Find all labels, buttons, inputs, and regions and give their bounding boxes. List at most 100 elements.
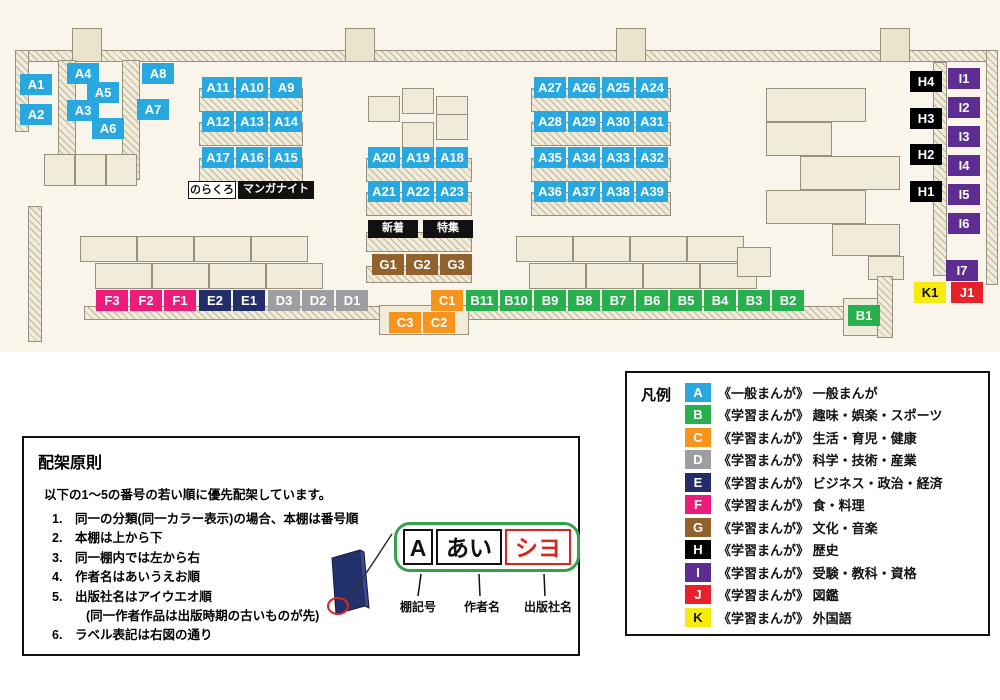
shelf-label-f1: F1 (164, 290, 196, 311)
shelf-block (251, 236, 308, 262)
shelf-label-d1: D1 (336, 290, 368, 311)
pillar (616, 28, 646, 62)
shelf-label-h2: H2 (910, 144, 942, 165)
map-text-label: 新着 (368, 220, 418, 238)
legend-row-a: A《一般まんが》 一般まんが (685, 382, 978, 402)
principle-item: 3.同一棚内では左から右 (52, 550, 201, 565)
shelf-label-a28: A28 (534, 111, 566, 132)
shelf-block (586, 263, 643, 289)
shelf-label-a1: A1 (20, 74, 52, 95)
map-text-label: マンガナイト (238, 181, 314, 199)
wall-segment (28, 206, 42, 342)
principle-item: 1.同一の分類(同一カラー表示)の場合、本棚は番号順 (52, 512, 359, 526)
shelf-label-i7: I7 (946, 260, 978, 281)
shelf-block (209, 263, 266, 289)
book-icon (327, 533, 546, 615)
shelf-block (266, 263, 323, 289)
label-shelf-code: A (403, 529, 433, 565)
shelf-label-c3: C3 (389, 312, 421, 333)
principle-note: (同一作者作品は出版時期の古いものが先) (86, 608, 320, 623)
shelf-label-a35: A35 (534, 147, 566, 168)
legend-color-swatch: G (685, 517, 711, 537)
shelf-label-g2: G2 (406, 254, 438, 275)
shelf-label-j1: J1 (951, 282, 983, 303)
shelf-label-a31: A31 (636, 111, 668, 132)
legend-color-swatch: K (685, 607, 711, 627)
shelf-label-b8: B8 (568, 290, 600, 311)
shelf-label-a7: A7 (137, 99, 169, 120)
legend-row-h: H《学習まんが》 歴史 (685, 540, 978, 560)
principle-item: 2.本棚は上から下 (52, 531, 163, 546)
label-author: あい (436, 529, 502, 565)
shelf-label-a25: A25 (602, 77, 634, 98)
legend-color-swatch: H (685, 540, 711, 559)
legend-row-e: E《学習まんが》 ビジネス・政治・経済 (685, 472, 978, 492)
shelf-label-f3: F3 (96, 290, 128, 311)
shelf-label-a5: A5 (87, 82, 119, 103)
principles-intro: 以下の1〜5の番号の若い順に優先配架しています。 (44, 488, 332, 502)
shelf-block (766, 88, 866, 122)
principle-item: 4.作者名はあいうえお順 (52, 570, 201, 585)
legend-label: 《一般まんが》 一般まんが (718, 385, 878, 401)
pillar (880, 28, 910, 62)
shelf-block (95, 263, 152, 289)
shelf-label-d2: D2 (302, 290, 334, 311)
principles-title: 配架原則 (38, 455, 103, 472)
shelf-block (643, 263, 700, 289)
legend-title: 凡例 (641, 387, 672, 404)
label-publisher: シヨ (505, 529, 571, 565)
legend-color-swatch: J (685, 585, 711, 604)
legend-color-swatch: D (685, 450, 711, 469)
shelf-block (529, 263, 586, 289)
shelf-label-i6: I6 (948, 213, 980, 234)
shelf-label-a17: A17 (202, 147, 234, 168)
shelf-label-b1: B1 (848, 305, 880, 326)
shelf-label-a32: A32 (636, 147, 668, 168)
shelf-label-a20: A20 (368, 147, 400, 168)
legend-label: 《学習まんが》 科学・技術・産業 (718, 453, 917, 468)
wall-segment (15, 50, 995, 62)
shelf-block (766, 190, 866, 224)
shelf-block (687, 236, 744, 262)
shelf-label-a38: A38 (602, 181, 634, 202)
legend-label: 《学習まんが》 生活・育児・健康 (718, 430, 917, 446)
shelf-label-a16: A16 (236, 147, 268, 168)
shelf-block (106, 154, 137, 186)
shelf-block (368, 96, 400, 122)
shelf-label-a4: A4 (67, 63, 99, 84)
legend-row-c: C《学習まんが》 生活・育児・健康 (685, 427, 978, 447)
shelf-block (75, 154, 106, 186)
shelf-label-a26: A26 (568, 77, 600, 98)
shelf-label-a24: A24 (636, 77, 668, 98)
shelf-block (152, 263, 209, 289)
shelf-label-h4: H4 (910, 71, 942, 92)
shelf-label-h1: H1 (910, 181, 942, 202)
legend-row-k: K《学習まんが》 外国語 (685, 607, 978, 627)
shelf-label-b6: B6 (636, 290, 668, 311)
shelf-label-a18: A18 (436, 147, 468, 168)
legend-label: 《学習まんが》 文化・音楽 (718, 520, 878, 536)
shelf-label-b11: B11 (466, 290, 498, 311)
shelf-label-a14: A14 (270, 111, 302, 132)
shelf-label-i3: I3 (948, 126, 980, 147)
shelf-label-a9: A9 (270, 77, 302, 98)
shelf-block (737, 247, 771, 277)
legend-color-swatch: B (685, 405, 711, 424)
shelf-block (194, 236, 251, 262)
map-text-label: 特集 (423, 220, 473, 238)
shelf-label-f2: F2 (130, 290, 162, 311)
shelf-block (877, 276, 893, 338)
shelf-label-a2: A2 (20, 104, 52, 125)
shelf-label-i2: I2 (948, 97, 980, 118)
legend-row-i: I《学習まんが》 受験・教科・資格 (685, 562, 978, 582)
shelf-label-e1: E1 (233, 290, 265, 311)
shelf-block (436, 114, 468, 140)
principle-item: 5.出版社名はアイウエオ順 (52, 589, 212, 604)
shelf-label-b9: B9 (534, 290, 566, 311)
principle-item: 6.ラベル表記は右図の通り (52, 628, 213, 643)
shelf-label-a10: A10 (236, 77, 268, 98)
shelf-block (137, 236, 194, 262)
shelf-block (868, 256, 904, 280)
